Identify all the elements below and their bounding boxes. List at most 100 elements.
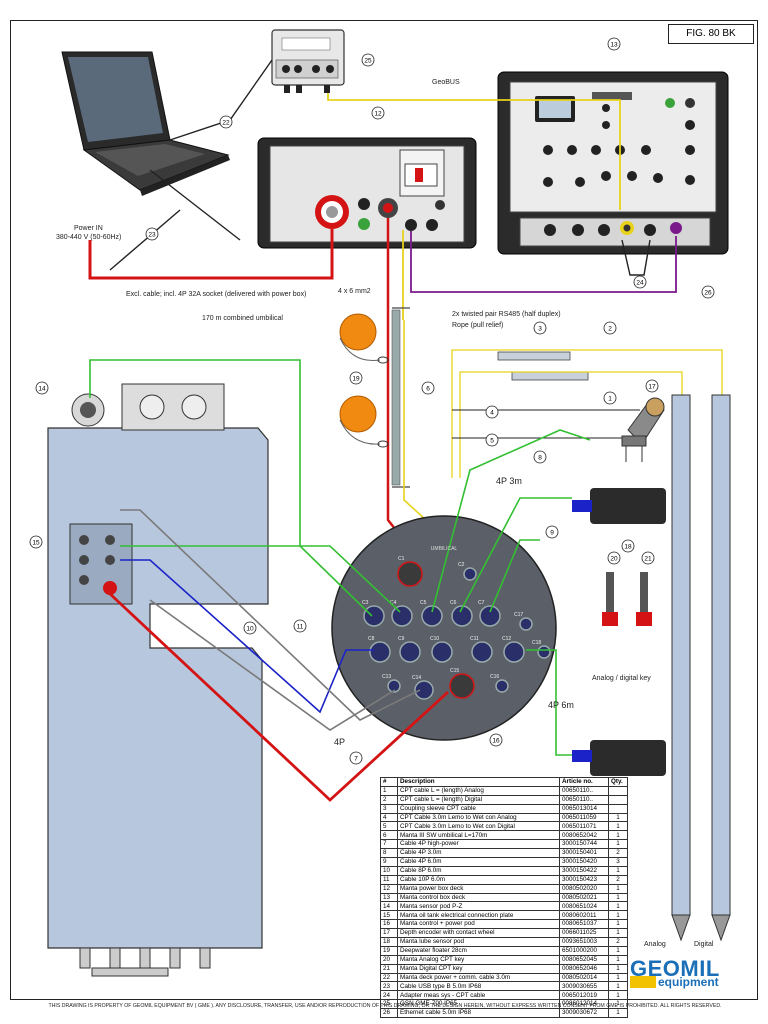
cable-4p-high-power: [107, 590, 449, 802]
table-header-cell: #: [380, 777, 398, 787]
callout-number: 20: [610, 556, 618, 563]
analog-digital-key-label: Analog / digital key: [592, 675, 651, 682]
table-cell: 1: [380, 785, 398, 796]
power-in-voltage: 380-440 V (50-60Hz): [56, 234, 121, 241]
table-cell: 3000150744: [559, 839, 609, 850]
callout-marker: 12: [371, 106, 385, 120]
table-cell: 3000150401: [559, 848, 609, 859]
pod-connector: C12: [502, 636, 525, 663]
rope-label: Rope (pull relief): [452, 322, 503, 329]
four-p-6m-label: 4P 6m: [548, 700, 574, 710]
pod-connector: C7: [478, 600, 501, 627]
table-cell: 24: [380, 990, 398, 1001]
table-cell: Manta deck power + comm. cable 3.0m: [397, 972, 560, 983]
pod-connector: C2: [458, 562, 477, 581]
callout-marker: 8: [533, 450, 547, 464]
control-box-deck: [497, 71, 729, 255]
callout-marker: 24: [633, 275, 647, 289]
table-cell: Manta Analog CPT key: [397, 954, 560, 965]
table-cell: 16: [380, 919, 398, 930]
pod-connector: C18: [532, 640, 551, 659]
table-cell: Adapter meas sys - CPT cable: [397, 990, 560, 1001]
table-cell: 26: [380, 1008, 398, 1019]
table-cell: 2: [608, 848, 628, 859]
table-cell: Depth encoder with contact wheel: [397, 928, 560, 939]
table-cell: Cable 10P 6.0m: [397, 874, 560, 885]
table-cell: 11: [380, 874, 398, 885]
pod-connector: C17: [514, 612, 533, 631]
pod-connector-label: C17: [514, 612, 523, 618]
ethernet-cable: [410, 231, 677, 293]
callout-marker: 1: [603, 391, 617, 405]
callout-number: 22: [222, 120, 230, 127]
callout-number: 23: [148, 232, 156, 239]
callout-number: 13: [610, 42, 618, 49]
pod-connector-label: C11: [470, 636, 479, 642]
logo-bar: [630, 976, 656, 988]
power-box-deck: [257, 137, 477, 249]
cable-analog: [89, 359, 373, 617]
callout-number: 21: [644, 556, 652, 563]
pod-connector: C8: [368, 636, 391, 663]
callout-marker: 11: [293, 619, 307, 633]
geobus-label: GeoBUS: [432, 79, 460, 86]
table-cell: 1: [608, 910, 628, 921]
table-cell: 1: [608, 892, 628, 903]
umbilical-label: 170 m combined umbilical: [202, 315, 283, 322]
callout-marker: 2: [603, 321, 617, 335]
pod-connector-label: C3: [362, 600, 369, 606]
pod-connector-label: C4: [390, 600, 397, 606]
pod-connector: C14: [412, 675, 434, 700]
usb-cable-23: [109, 209, 181, 271]
cable-4p-3m-a: [431, 429, 591, 613]
table-cell: 3009030655: [559, 981, 609, 992]
table-cell: Ethernet cable 5.0m IP68: [397, 1008, 560, 1019]
callout-marker: 22: [219, 115, 233, 129]
callout-number: 2: [608, 326, 612, 333]
callout-number: 17: [648, 384, 656, 391]
pod-connector-label: C6: [450, 600, 457, 606]
table-cell: 2: [608, 937, 628, 947]
pod-connector: C5: [420, 600, 443, 627]
table-cell: 3000150422: [559, 865, 609, 876]
table-cell: [608, 794, 628, 805]
pod-connector-label: C5: [420, 600, 427, 606]
callout-marker: 6: [421, 381, 435, 395]
table-cell: 9: [380, 857, 398, 867]
table-cell: Manta power box deck: [397, 883, 560, 894]
callout-number: 4: [490, 410, 494, 417]
table-cell: 1: [608, 954, 628, 965]
table-cell: 1: [608, 928, 628, 939]
power-in-label: Power IN: [74, 225, 103, 232]
cable-10p: [120, 509, 421, 721]
table-header-cell: Qty.: [608, 777, 628, 787]
callout-number: 5: [490, 438, 494, 445]
table-cell: 3000150423: [559, 874, 609, 885]
pod-connector-label: C18: [532, 640, 541, 646]
table-cell: 18: [380, 937, 398, 947]
cable-digital: [120, 559, 374, 714]
cable-4p-6m: [526, 649, 572, 756]
digital-rod-label: Digital: [694, 941, 714, 948]
copyright-footer: THIS DRAWING IS PROPERTY OF GEOMIL EQUIP…: [48, 1003, 722, 1009]
table-cell: 1: [608, 919, 628, 930]
callout-marker: 7: [349, 751, 363, 765]
callout-marker: 5: [485, 433, 499, 447]
pod-connector: C13: [382, 674, 401, 693]
table-cell: 12: [380, 883, 398, 894]
table-cell: 1: [608, 945, 628, 956]
table-cell: 1: [608, 865, 628, 876]
table-cell: [608, 803, 628, 814]
table-cell: 4: [380, 812, 398, 823]
table-cell: 10: [380, 865, 398, 876]
